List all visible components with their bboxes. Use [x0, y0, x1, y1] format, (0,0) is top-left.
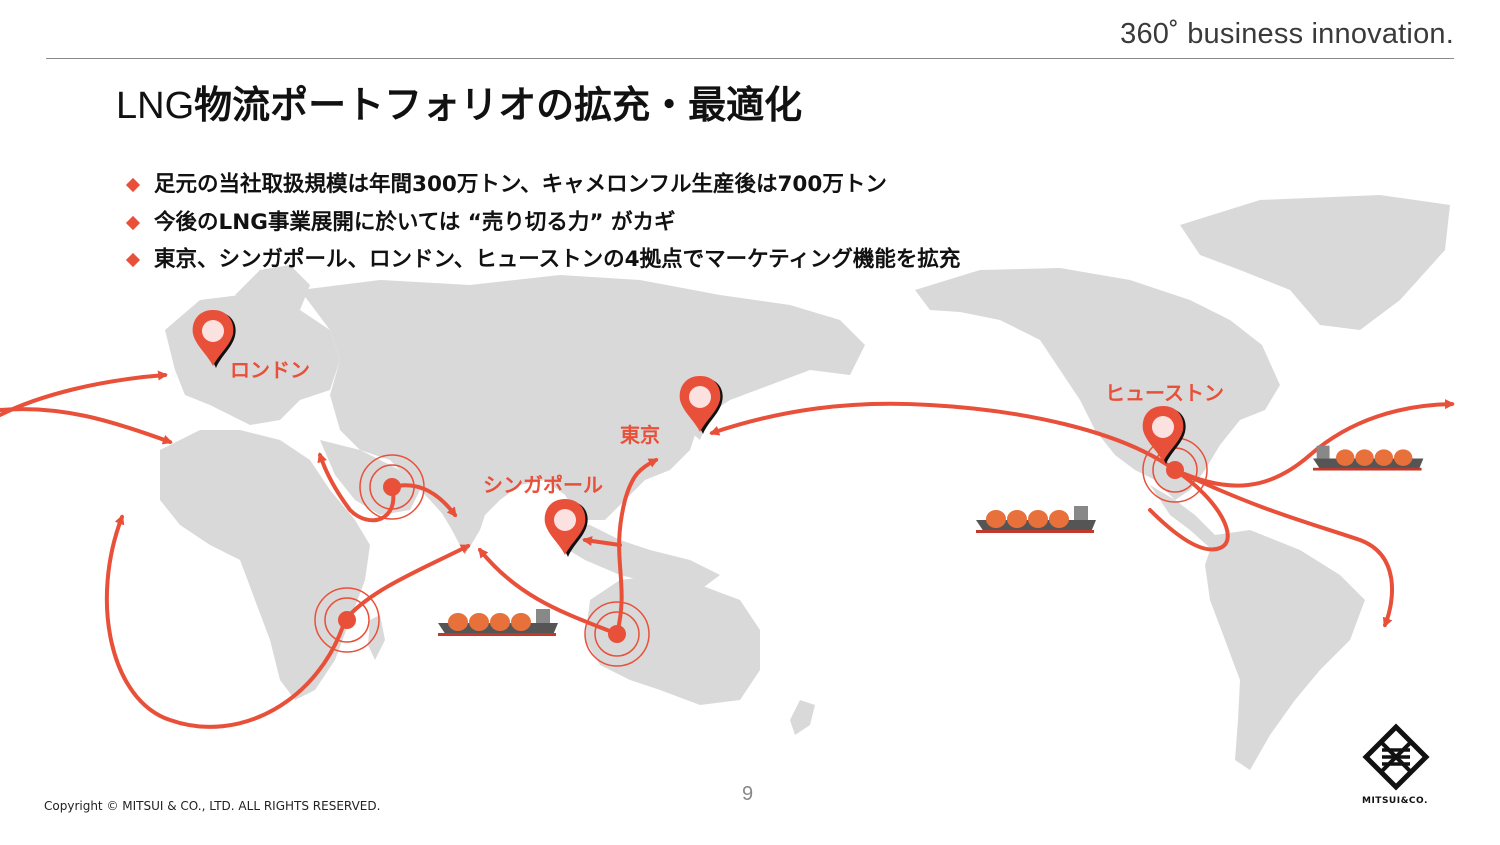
route-africa-loop: [104, 514, 347, 729]
land-uk: [180, 330, 200, 370]
route-mideast-north: [317, 452, 396, 523]
city-label-singapore: シンガポール: [483, 473, 603, 497]
route-gulf-to-panama: [1148, 468, 1230, 552]
bullet-text: 今後のLNG事業展開に於いては “売り切る力” がカギ: [154, 209, 676, 235]
city-label-tokyo: 東京: [620, 423, 660, 447]
route-gulf-to-europe: [1173, 399, 1455, 488]
bullet-text: 東京、シンガポール、ロンドン、ヒューストンの4拠点でマーケティング機能を拡充: [154, 247, 961, 272]
shipping-routes: [0, 370, 1455, 729]
route-pacific-to-tokyo: [709, 401, 1177, 472]
diamond-bullet-icon: [125, 252, 141, 268]
bullet-item: 東京、シンガポール、ロンドン、ヒューストンの4拠点でマーケティング機能を拡充: [124, 243, 960, 281]
bullet-item: 足元の当社取扱規模は年間300万トン、キャメロンフル生産後は700万トン: [124, 168, 960, 206]
logo-text: MITSUI&CO.: [1362, 796, 1428, 806]
city-label-houston: ヒューストン: [1105, 381, 1224, 405]
header-divider: [46, 58, 1454, 59]
route-to-singapore: [582, 536, 622, 547]
land-greenland: [1180, 195, 1450, 330]
title-latin: LNG: [116, 85, 195, 127]
page-number: 9: [742, 783, 754, 805]
bullet-text: 足元の当社取扱規模は年間300万トン、キャメロンフル生産後は700万トン: [154, 172, 887, 197]
route-australia-west: [478, 547, 619, 636]
bullet-list: 足元の当社取扱規模は年間300万トン、キャメロンフル生産後は700万トン 今後の…: [124, 168, 960, 281]
land-south-america: [1205, 530, 1365, 770]
origin-marker-mideast: [359, 454, 425, 520]
pin-houston-icon: [1142, 406, 1186, 464]
route-atlantic-to-med: [0, 407, 173, 445]
pin-singapore-icon: [544, 499, 588, 557]
city-label-london: ロンドン: [230, 358, 310, 382]
origin-markers: [314, 437, 1208, 667]
origin-marker-africa: [314, 587, 380, 653]
land-madagascar: [368, 615, 385, 660]
diamond-bullet-icon: [125, 177, 141, 193]
mitsui-logo-icon: [1362, 723, 1430, 791]
location-pins: [192, 310, 1186, 557]
land-north-america: [915, 268, 1280, 500]
copyright: Copyright © MITSUI & CO., LTD. ALL RIGHT…: [44, 799, 381, 813]
diamond-bullet-icon: [125, 215, 141, 230]
lng-ship-icon: [976, 506, 1096, 533]
land-scandinavia: [235, 265, 310, 310]
bullet-item: 今後のLNG事業展開に於いては “売り切る力” がカギ: [124, 206, 960, 244]
land-new-zealand: [790, 700, 815, 735]
land-asia: [300, 275, 865, 540]
origin-marker-australia: [584, 601, 650, 667]
page-title: LNG物流ポートフォリオの拡充・最適化: [116, 74, 802, 129]
pin-tokyo-icon: [679, 376, 723, 434]
route-africa-to-india: [343, 544, 471, 622]
pin-london-icon: [192, 310, 236, 368]
land-sea-islands: [555, 520, 720, 590]
route-australia-north: [615, 458, 659, 636]
tagline: 360˚ business innovation.: [1120, 18, 1454, 50]
title-japanese: 物流ポートフォリオの拡充・最適化: [194, 83, 803, 127]
lng-ships: [438, 445, 1424, 636]
route-gulf-to-south-america: [1173, 468, 1395, 628]
land-australia: [585, 575, 760, 705]
land-india: [430, 480, 490, 555]
lng-ship-icon: [438, 609, 558, 636]
lng-ship-icon: [1313, 445, 1424, 471]
